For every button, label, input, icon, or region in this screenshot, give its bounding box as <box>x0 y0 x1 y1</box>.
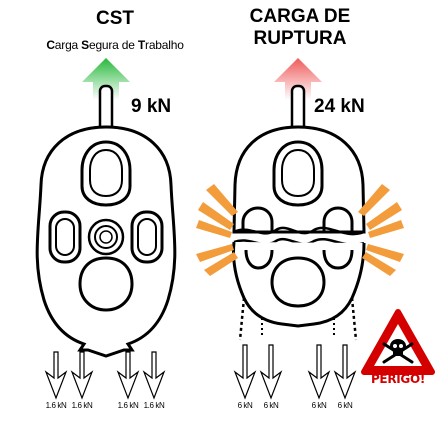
right-force-label: 6 kN <box>337 401 353 410</box>
right-pulley <box>232 58 366 341</box>
left-lower-hole <box>78 256 134 312</box>
burst-marks <box>196 184 404 276</box>
left-force-label: 1.6 kN <box>117 401 139 410</box>
left-force-label: 1.6 kN <box>71 401 93 410</box>
left-force-label: 1.6 kN <box>45 401 67 410</box>
right-force-label: 6 kN <box>237 401 253 410</box>
left-arrow-4 <box>142 351 166 400</box>
right-arrow-3 <box>307 344 331 400</box>
warning-sign <box>361 309 435 375</box>
warning-label: PERIGO! <box>370 372 426 386</box>
right-down-arrows <box>233 344 357 400</box>
right-crack <box>233 226 365 236</box>
left-arrow-1 <box>44 351 68 400</box>
left-arrow-3 <box>116 351 140 400</box>
right-up-arrow <box>274 58 322 100</box>
right-arrow-4 <box>333 344 357 400</box>
right-force-label: 6 kN <box>311 401 327 410</box>
left-subtitle: Carga Segura de Trabalho <box>46 38 184 52</box>
skull-crossbones-icon <box>382 339 414 364</box>
right-arrow-2 <box>259 344 283 400</box>
left-force-label: 1.6 kN <box>143 401 165 410</box>
right-title: CARGA DE RUPTURA <box>249 6 351 49</box>
left-load-value: 9 kN <box>131 96 172 117</box>
left-down-arrows <box>44 351 166 400</box>
right-arrow-1 <box>233 344 257 400</box>
left-up-arrow <box>82 58 130 100</box>
right-force-label: 6 kN <box>263 401 279 410</box>
right-load-value: 24 kN <box>314 96 365 117</box>
left-arrow-2 <box>70 351 94 400</box>
left-pulley <box>35 58 177 358</box>
left-title: CST <box>96 8 134 29</box>
